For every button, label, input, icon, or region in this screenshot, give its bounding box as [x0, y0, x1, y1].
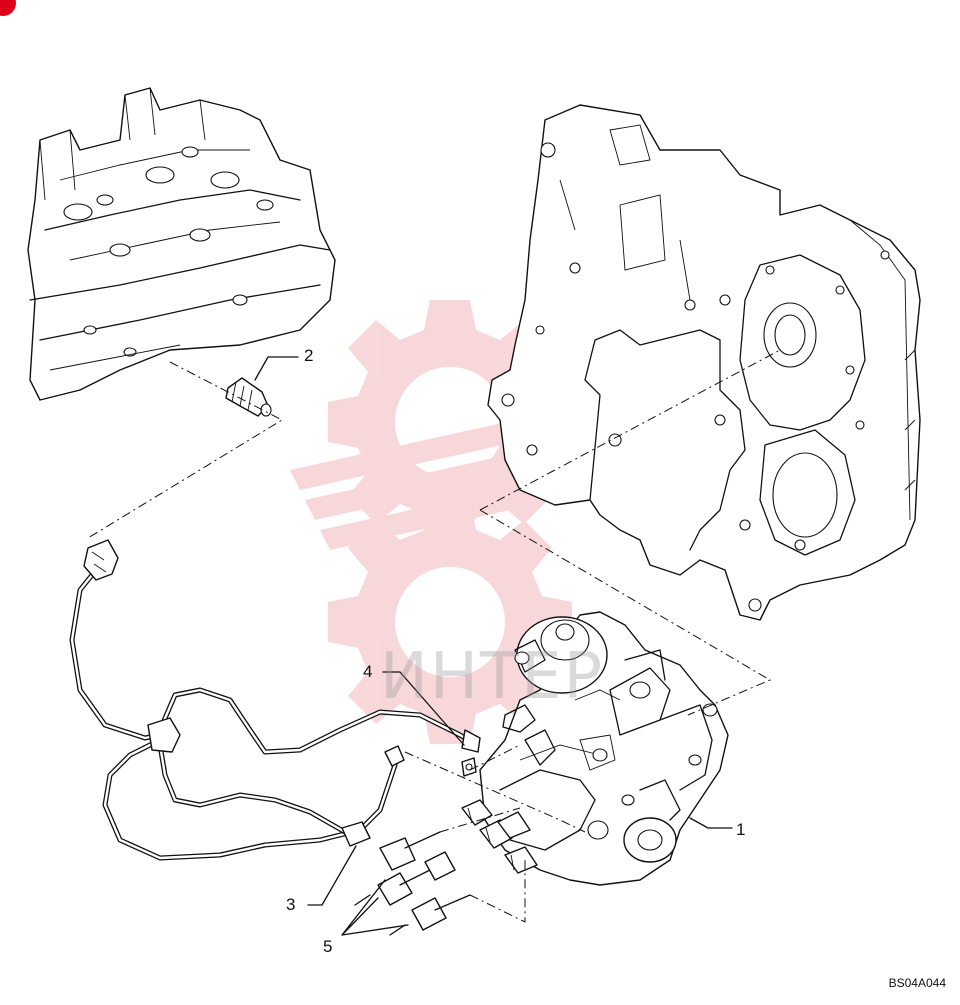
temperature-sender [225, 377, 272, 417]
injection-pump [461, 611, 729, 886]
wire-harness [69, 539, 481, 861]
callout-5: 5 [323, 937, 333, 956]
leader-lines [254, 356, 733, 936]
callout-2: 2 [304, 346, 314, 365]
gear-housing [487, 104, 921, 621]
watermark-logo [290, 300, 600, 744]
cylinder-head [27, 87, 336, 401]
callout-4: 4 [363, 662, 373, 681]
callout-1: 1 [736, 820, 746, 839]
drawing-reference: BS04A044 [888, 976, 946, 990]
corner-mark [0, 0, 16, 16]
alignment-lines [87, 349, 781, 923]
injector-nozzles [354, 831, 471, 936]
watermark-text: ИНТЕР [380, 640, 605, 714]
callout-3: 3 [286, 895, 296, 914]
